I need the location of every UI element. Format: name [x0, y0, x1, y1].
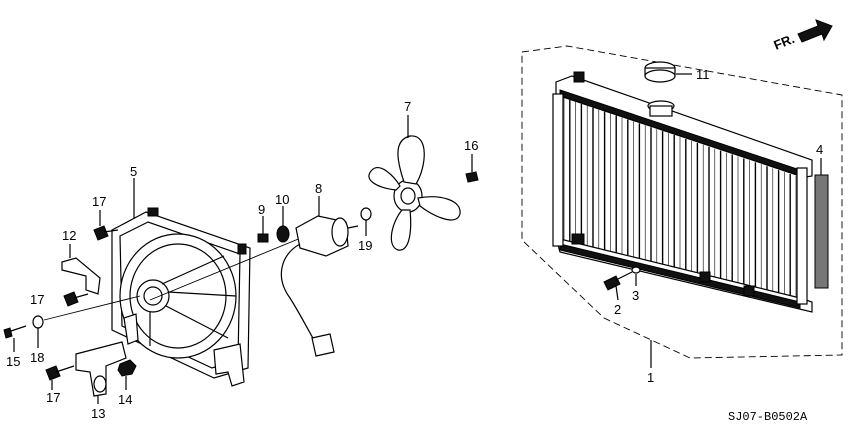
part-9-spacer: [257, 216, 269, 243]
part-4-seal: [814, 158, 829, 289]
callout-5: 5: [130, 164, 137, 179]
part-7-fan: [368, 115, 461, 251]
callout-17-lower: 17: [46, 390, 60, 405]
radiator-group-outline: [521, 45, 843, 359]
callout-17-upper: 17: [92, 194, 106, 209]
callout-11: 11: [696, 67, 710, 82]
part-3-drain-washer: [631, 266, 641, 286]
callout-3: 3: [632, 288, 639, 303]
part-14-nut: [117, 359, 137, 390]
part-11-radiator-cap: [644, 61, 692, 83]
part-2-drain-plug: [603, 271, 633, 301]
callout-4: 4: [816, 142, 823, 157]
callout-12: 12: [62, 228, 76, 243]
radiator: [552, 71, 813, 313]
callout-15: 15: [6, 354, 20, 369]
callout-17-middle: 17: [30, 292, 44, 307]
part-17-bolt-lower: [45, 365, 75, 390]
callout-9: 9: [258, 202, 265, 217]
callout-8: 8: [315, 181, 322, 196]
callout-13: 13: [91, 406, 105, 421]
part-13-bracket: [75, 341, 127, 404]
front-marker-label: FR.: [772, 31, 797, 53]
callout-1: 1: [647, 370, 654, 385]
callout-10: 10: [275, 192, 289, 207]
callout-18: 18: [30, 350, 44, 365]
callout-16: 16: [464, 138, 478, 153]
radiator-core-fins: [563, 98, 797, 300]
part-16-nut: [465, 154, 479, 183]
part-17-bolt-upper: [93, 210, 119, 241]
callout-7: 7: [404, 99, 411, 114]
front-direction-arrow-icon: [797, 19, 833, 43]
part-17-bolt-middle: [63, 291, 89, 307]
part-19-washer: [360, 207, 372, 236]
part-18-washer: [32, 295, 141, 348]
callout-2: 2: [614, 302, 621, 317]
part-12-bracket: [61, 244, 101, 295]
callout-14: 14: [118, 392, 132, 407]
part-15-bolt: [3, 325, 27, 352]
part-5-fan-shroud: [111, 178, 251, 387]
drawing-code: SJ07-B0502A: [728, 410, 808, 424]
part-8-fan-motor: [280, 196, 359, 357]
callout-19: 19: [358, 238, 372, 253]
